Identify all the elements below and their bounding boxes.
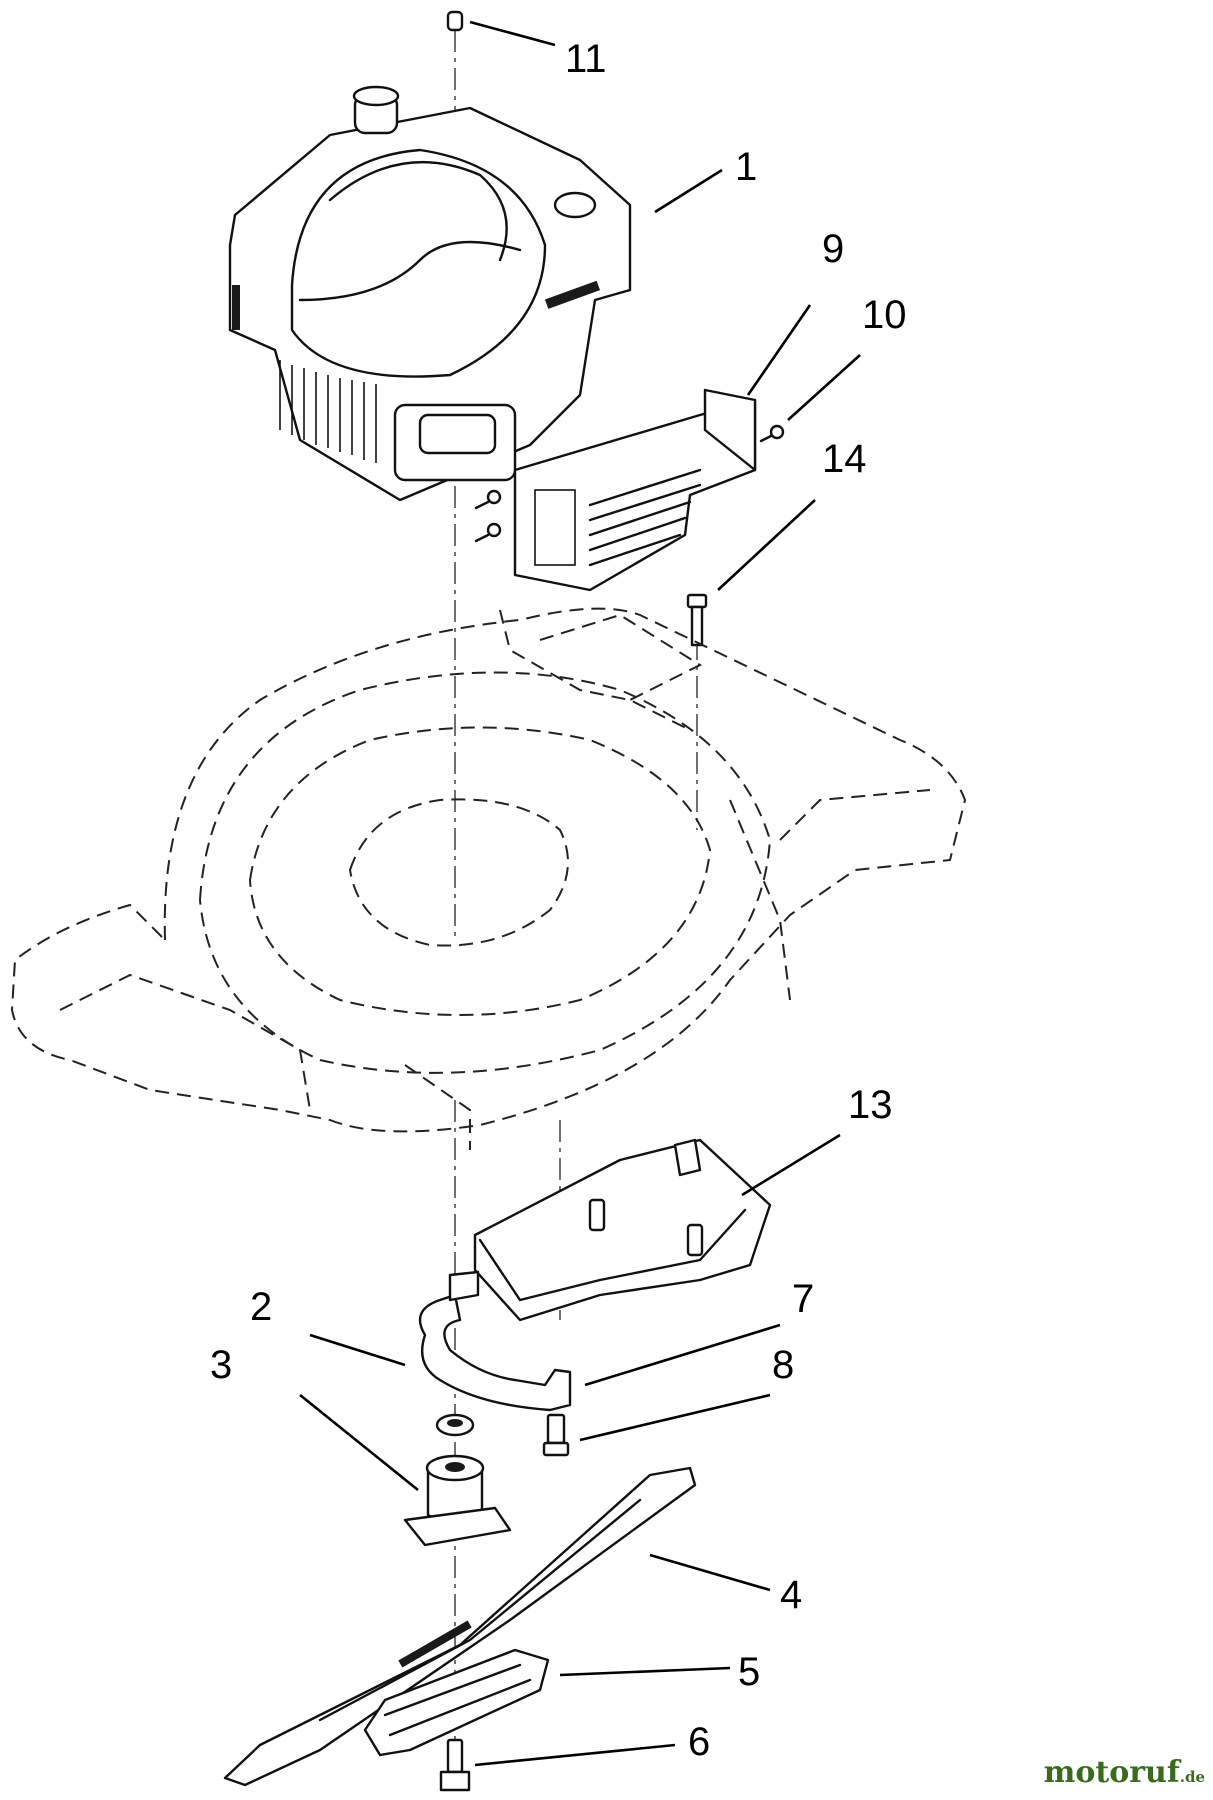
part-5-stiffener (363, 1648, 550, 1757)
part-4-blade (223, 1466, 697, 1787)
callout-2: 2 (250, 1285, 272, 1329)
callout-14: 14 (822, 437, 867, 481)
callout-7: 7 (792, 1277, 814, 1321)
callout-11: 11 (565, 37, 607, 81)
leader-lines (299, 20, 861, 1767)
callout-4: 4 (780, 1573, 802, 1617)
watermark-main: motoruf (1043, 1755, 1180, 1790)
watermark-tld: .de (1179, 1768, 1205, 1786)
callout-3: 3 (210, 1343, 232, 1387)
mower-deck (10, 607, 967, 1150)
part-2-washer (435, 1413, 475, 1437)
part-6-bolt (439, 1738, 471, 1792)
callout-6: 6 (688, 1720, 710, 1764)
part-8-bolt (542, 1413, 570, 1457)
shield-screws (474, 424, 785, 543)
callout-5: 5 (738, 1650, 760, 1694)
part-1-engine (228, 85, 632, 502)
part-9-shield (513, 388, 757, 592)
callout-1: 1 (735, 145, 757, 189)
part-3-adapter (403, 1454, 512, 1547)
part-13-chute (473, 1138, 772, 1322)
engine-cooling-fins (279, 360, 377, 463)
callout-8: 8 (772, 1343, 794, 1387)
part-7-bracket (418, 1270, 572, 1412)
callout-10: 10 (862, 293, 907, 337)
callout-13: 13 (848, 1083, 893, 1127)
part-11-dipstick (446, 10, 464, 32)
callout-9: 9 (822, 227, 844, 271)
part-14-bolt (686, 593, 708, 647)
callout-labels: 11 1 9 10 14 13 2 7 3 8 4 5 6 (210, 37, 907, 1764)
watermark-logo: motoruf.de (1044, 1755, 1205, 1790)
